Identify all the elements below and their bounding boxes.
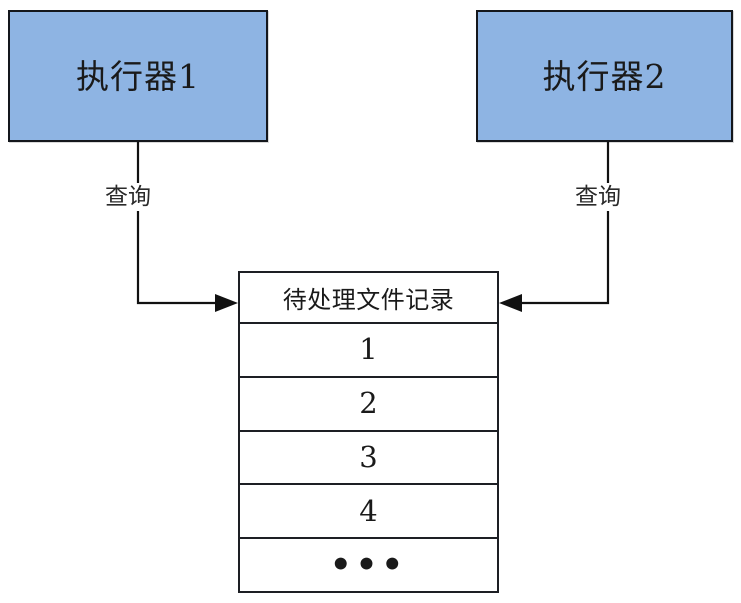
pending-file-record-table[interactable]: 待处理文件记录 1 2 3 4 ••• [238, 271, 499, 593]
table-row[interactable]: 3 [240, 431, 497, 486]
table-row[interactable]: 1 [240, 324, 497, 378]
table-cell-value: 4 [359, 493, 378, 528]
arrow-head-into-table-left [215, 294, 238, 312]
connector-executor-1-path [136, 142, 222, 305]
executor-2-label: 执行器2 [542, 56, 667, 96]
executor-2-box[interactable]: 执行器2 [476, 10, 733, 142]
table-row[interactable]: 4 [240, 485, 497, 540]
executor-1-box[interactable]: 执行器1 [8, 10, 268, 142]
table-header-row: 待处理文件记录 [240, 273, 497, 324]
table-row[interactable]: 2 [240, 377, 497, 432]
edge-label-executor-2-query: 查询 [571, 183, 625, 212]
arrow-head-into-table-right [499, 294, 522, 312]
table-row-ellipsis[interactable]: ••• [240, 539, 497, 591]
edge-label-executor-1-query: 查询 [101, 183, 155, 212]
table-cell-value: 2 [359, 386, 378, 421]
executor-1-label: 执行器1 [76, 56, 200, 96]
table-cell-value: 3 [359, 439, 378, 474]
connector-executor-2-path [515, 142, 610, 305]
table-cell-ellipsis: ••• [329, 545, 408, 586]
table-header-label: 待处理文件记录 [282, 286, 455, 314]
table-cell-value: 1 [359, 332, 378, 367]
